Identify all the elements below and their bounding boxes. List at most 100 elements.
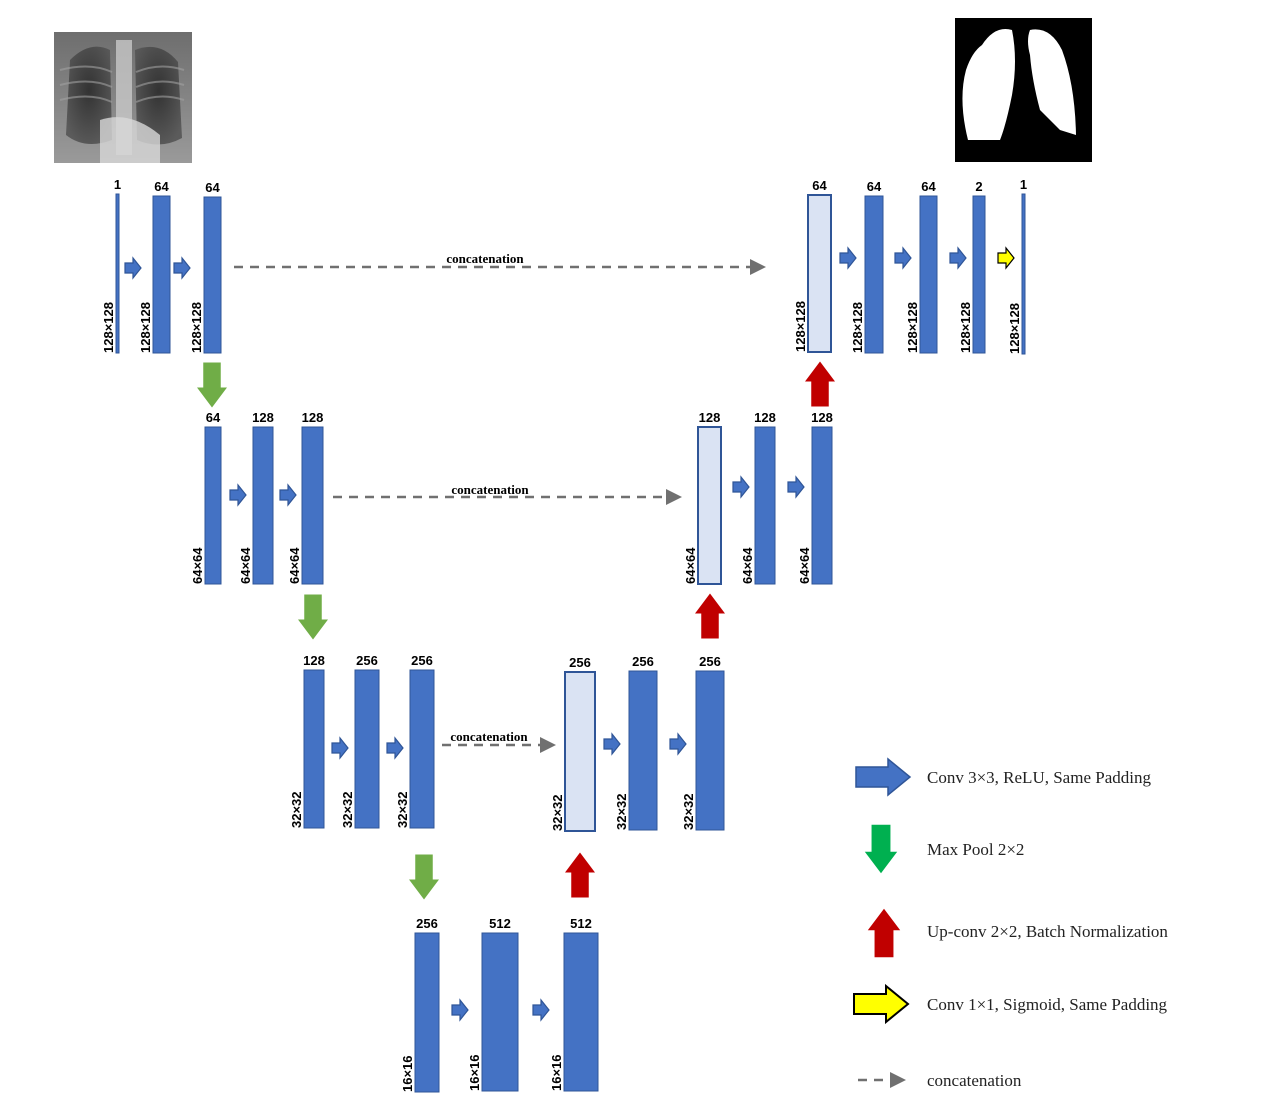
encoder-l3-block-1 [303, 669, 325, 829]
maxpool-arrow-icon-3 [409, 854, 439, 900]
dashed-arrow-icon [858, 1072, 906, 1088]
decoder-l1-block-1-channels: 64 [812, 178, 827, 193]
bottleneck-block-3-channels: 512 [570, 916, 592, 931]
maxpool-arrow-icon [864, 824, 898, 874]
decoder-l1-block-4 [972, 195, 986, 354]
legend-label-1: Conv 3×3, ReLU, Same Padding [927, 768, 1151, 787]
encoder-l1-block-3-channels: 64 [205, 180, 220, 195]
conv-arrow-icon [855, 757, 912, 797]
encoder-l3-block-3-channels: 256 [411, 653, 433, 668]
encoder-l1-block-3 [203, 196, 222, 354]
encoder-l2-block-3 [301, 426, 324, 585]
bottleneck-block-1 [414, 932, 440, 1093]
final-conv-arrow-icon [997, 246, 1015, 270]
lung-segmentation-mask-image [955, 18, 1092, 162]
arrow-layer [124, 246, 1015, 1022]
conv-arrow-icon-7 [279, 483, 297, 507]
conv-arrow-icon-6 [229, 483, 247, 507]
decoder-l3-block-1-size: 32×32 [550, 794, 565, 831]
bottleneck-block-3 [563, 932, 599, 1092]
legend-label-3: Up-conv 2×2, Batch Normalization [927, 922, 1168, 941]
conv-arrow-icon-13 [669, 732, 687, 756]
decoder-l1-block-1 [807, 194, 832, 353]
decoder-l3-block-1-channels: 256 [569, 655, 591, 670]
decoder-l2-block-3 [811, 426, 833, 585]
conv-arrow-icon-15 [532, 998, 550, 1022]
encoder-l1-block-1-channels: 1 [114, 177, 121, 192]
decoder-l1-block-1-size: 128×128 [793, 301, 808, 352]
decoder-l1-block-5 [1021, 193, 1026, 355]
skip-label-l2: concatenation [451, 482, 529, 497]
decoder-l2-block-2-size: 64×64 [740, 547, 755, 584]
decoder-l3-block-2 [628, 670, 658, 831]
bottleneck-block-3-size: 16×16 [549, 1054, 564, 1091]
decoder-l2-block-3-size: 64×64 [797, 547, 812, 584]
conv-arrow-icon-2 [173, 256, 191, 280]
skip-connection-l3 [442, 737, 556, 753]
conv-arrow-icon-10 [331, 736, 349, 760]
decoder-l3-block-1 [564, 671, 596, 832]
bottleneck-block-1-size: 16×16 [400, 1055, 415, 1092]
encoder-l1-block-2 [152, 195, 171, 354]
decoder-l1-block-2-channels: 64 [867, 179, 882, 194]
decoder-l1-block-3-size: 128×128 [905, 302, 920, 353]
decoder-l3-block-2-size: 32×32 [614, 793, 629, 830]
encoder-l3-block-2-size: 32×32 [340, 791, 355, 828]
decoder-l2-block-3-channels: 128 [811, 410, 833, 425]
encoder-l1-block-3-size: 128×128 [189, 302, 204, 353]
skip-connection-l2 [333, 489, 682, 505]
upconv-arrow-icon-3 [805, 361, 835, 407]
conv-arrow-icon-1 [124, 256, 142, 280]
decoder-l3-block-3 [695, 670, 725, 831]
decoder-l1-block-3-channels: 64 [921, 179, 936, 194]
conv-arrow-icon-12 [603, 732, 621, 756]
bottleneck-block-2 [481, 932, 519, 1092]
decoder-l1-block-5-channels: 1 [1020, 177, 1027, 192]
skip-label-l3: concatenation [450, 729, 528, 744]
legend-label-2: Max Pool 2×2 [927, 840, 1024, 859]
conv-arrow-icon-4 [894, 246, 912, 270]
bottleneck-block-2-channels: 512 [489, 916, 511, 931]
encoder-l2-block-2-channels: 128 [252, 410, 274, 425]
upconv-arrow-icon-2 [695, 593, 725, 639]
conv-arrow-icon-8 [732, 475, 750, 499]
encoder-l3-block-3 [409, 669, 435, 829]
decoder-l3-block-2-channels: 256 [632, 654, 654, 669]
encoder-l3-block-2 [354, 669, 380, 829]
chest-xray-image [54, 32, 192, 163]
label-layer: 1 128×128 64 128×128 64 128×128 64 128×128 64 128… [101, 177, 1027, 1092]
conv-arrow-icon-14 [451, 998, 469, 1022]
encoder-l2-block-1-channels: 64 [206, 410, 221, 425]
decoder-l3-block-3-size: 32×32 [681, 793, 696, 830]
decoder-l2-block-1-channels: 128 [699, 410, 721, 425]
decoder-l1-block-4-channels: 2 [975, 179, 982, 194]
encoder-l1-block-1-size: 128×128 [101, 302, 116, 353]
upconv-arrow-icon [867, 908, 901, 958]
legend-label-4: Conv 1×1, Sigmoid, Same Padding [927, 995, 1168, 1014]
conv-arrow-icon-11 [386, 736, 404, 760]
conv-arrow-icon-3 [839, 246, 857, 270]
decoder-l1-block-3 [919, 195, 938, 354]
encoder-l2-block-3-size: 64×64 [287, 547, 302, 584]
decoder-l1-block-5-size: 128×128 [1007, 303, 1022, 354]
encoder-l2-block-3-channels: 128 [302, 410, 324, 425]
conv-arrow-icon-9 [787, 475, 805, 499]
encoder-l3-block-2-channels: 256 [356, 653, 378, 668]
decoder-l2-block-1 [697, 426, 722, 585]
bottleneck-block-2-size: 16×16 [467, 1054, 482, 1091]
encoder-l1-block-2-size: 128×128 [138, 302, 153, 353]
maxpool-arrow-icon-2 [298, 594, 328, 640]
decoder-l3-block-3-channels: 256 [699, 654, 721, 669]
encoder-l3-block-1-size: 32×32 [289, 791, 304, 828]
encoder-l1-block-2-channels: 64 [154, 179, 169, 194]
maxpool-arrow-icon-1 [197, 362, 227, 408]
encoder-l3-block-1-channels: 128 [303, 653, 325, 668]
final-conv-arrow-icon [853, 983, 910, 1025]
encoder-l2-block-1-size: 64×64 [190, 547, 205, 584]
decoder-l2-block-2-channels: 128 [754, 410, 776, 425]
block-layer [115, 193, 1026, 1093]
decoder-l2-block-2 [754, 426, 776, 585]
encoder-l2-block-2 [252, 426, 274, 585]
